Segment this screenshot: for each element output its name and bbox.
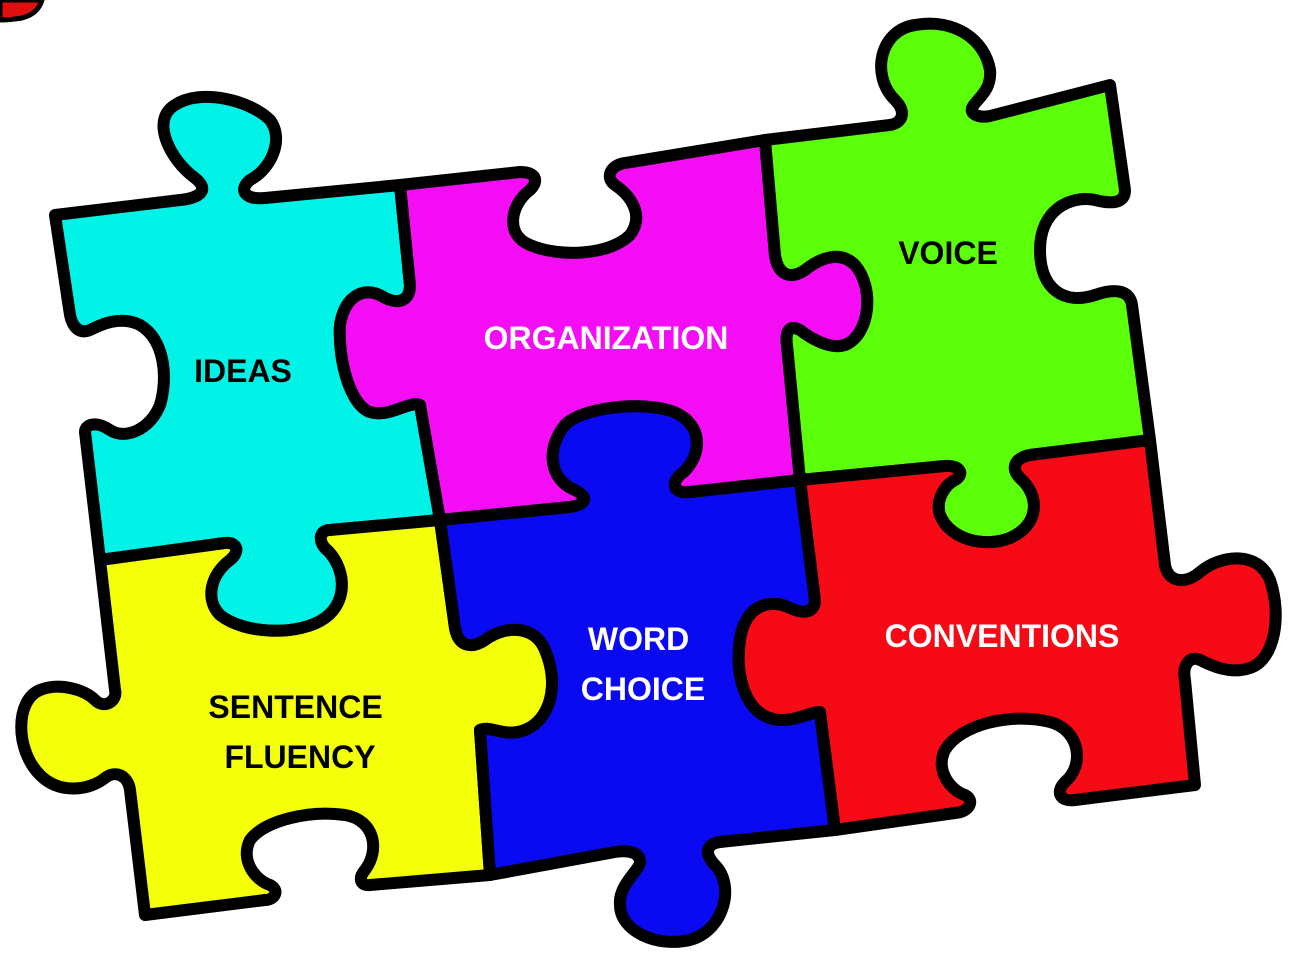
label-organization: ORGANIZATION bbox=[484, 320, 729, 356]
label-voice: VOICE bbox=[898, 235, 998, 271]
label-conventions: CONVENTIONS bbox=[885, 618, 1120, 654]
label-ideas: IDEAS bbox=[194, 353, 292, 389]
piece-sentence-fluency bbox=[15, 514, 558, 921]
label-sentence-fluency: SENTENCE FLUENCY bbox=[208, 689, 391, 775]
piece-conventions bbox=[732, 434, 1282, 836]
label-word-choice: WORD CHOICE bbox=[581, 621, 705, 707]
corner-badge bbox=[0, 0, 45, 23]
